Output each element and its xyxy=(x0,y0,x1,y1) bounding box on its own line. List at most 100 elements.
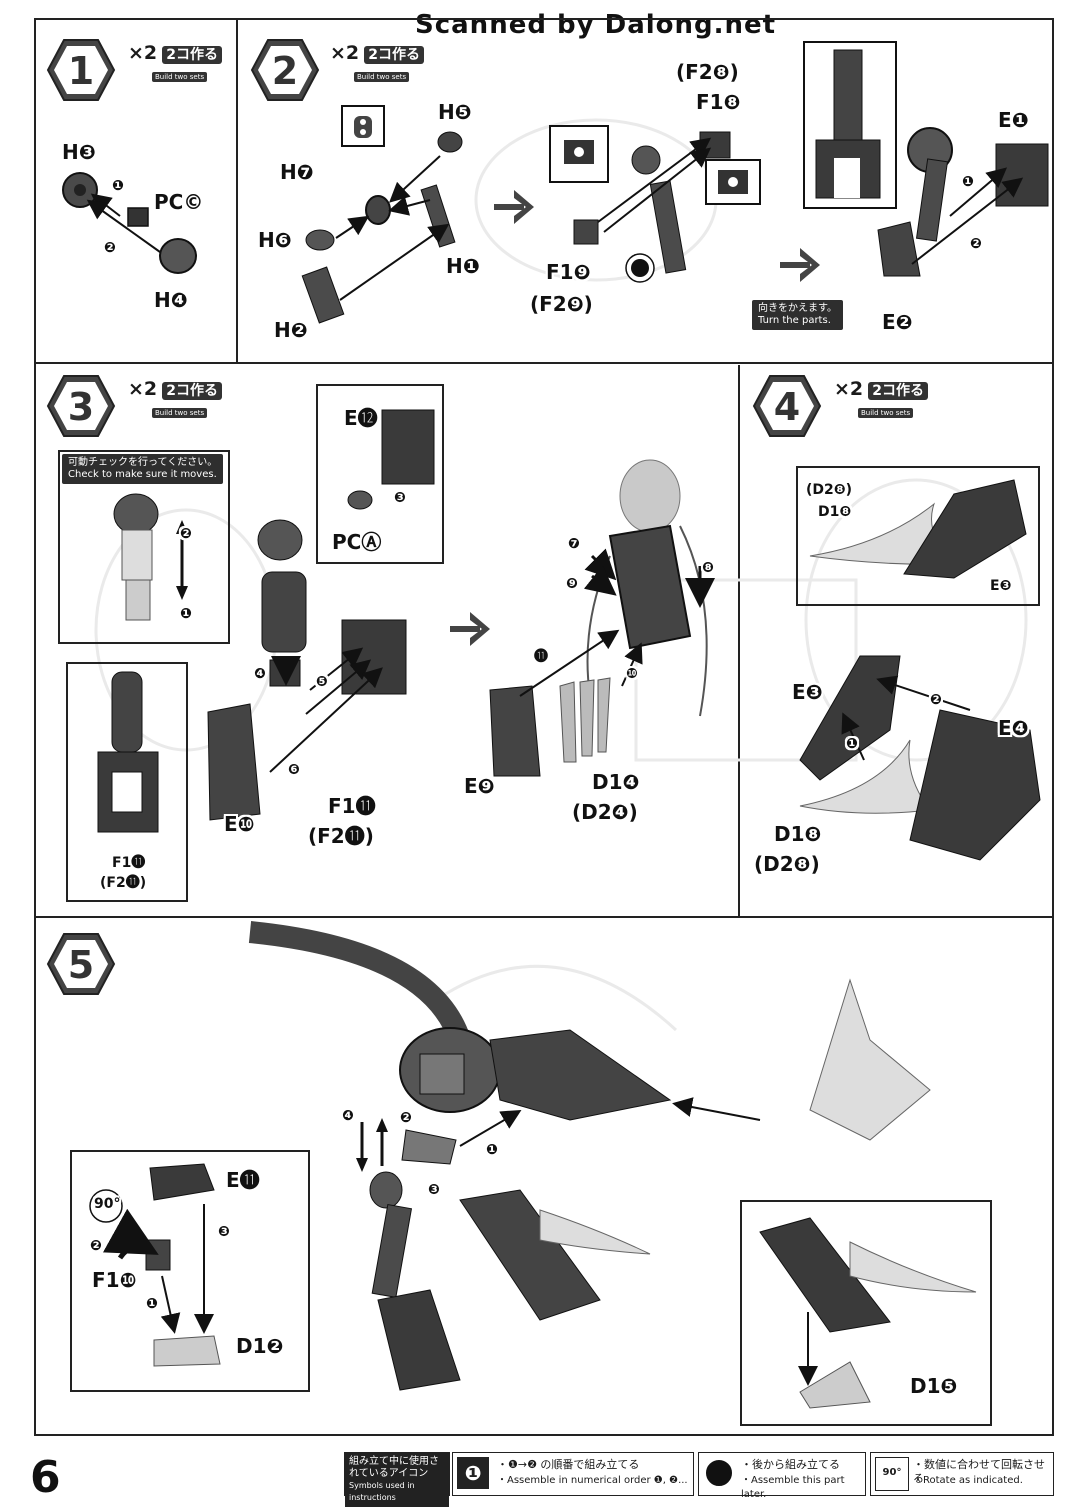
label-e11: E⓫ xyxy=(226,1168,260,1192)
step-4-main-illustration xyxy=(799,655,1041,861)
label-e3-detail: E❸ xyxy=(990,578,1012,594)
label-d28: (D2❽) xyxy=(754,852,820,876)
label-pca: PCⒶ xyxy=(332,530,382,554)
svg-text:1: 1 xyxy=(68,49,94,93)
step-3-main-illustration xyxy=(207,519,407,821)
divider-row1 xyxy=(34,362,1054,364)
step-2-badge: 2 xyxy=(250,39,320,101)
order-marker-s3-5: ❺ xyxy=(316,674,328,690)
check-movement-box xyxy=(58,450,230,644)
label-h6: H❻ xyxy=(258,228,292,252)
step-5-badge: 5 xyxy=(46,933,116,995)
detail-e12-illustration xyxy=(347,409,435,510)
turn-parts-note: 向きをかえます。Turn the parts. xyxy=(752,300,843,330)
label-h5: H❺ xyxy=(438,100,472,124)
label-f2-11-detail: (F2⓫) xyxy=(100,875,147,891)
label-e12: E⓬ xyxy=(344,406,378,430)
svg-text:4: 4 xyxy=(774,385,800,429)
step-1-badge: 1 xyxy=(46,39,116,101)
order-marker-s3-11: ⓫ xyxy=(534,649,548,665)
order-marker-s3-3: ❸ xyxy=(394,490,406,506)
order-marker-s5-2: ❷ xyxy=(400,1110,412,1126)
rotate-90-badge: 90° xyxy=(94,1196,121,1212)
frame-bottom xyxy=(34,1434,1054,1436)
scan-watermark: Scanned by Dalong.net xyxy=(415,10,777,40)
divider-step1 xyxy=(236,18,238,363)
label-d24: (D2❹) xyxy=(572,800,638,824)
frame-left xyxy=(34,18,36,1436)
step-3-hand-illustration xyxy=(489,459,715,777)
label-e10: E❿ xyxy=(224,812,255,836)
order-marker-s2-2: ❷ xyxy=(970,236,982,252)
frame-top xyxy=(34,18,1054,20)
check-movement-illustration xyxy=(113,493,188,621)
assemble-later-icon xyxy=(703,1457,735,1489)
label-f28: (F2❽) xyxy=(676,60,739,84)
order-marker-s3-10: ❿ xyxy=(626,666,638,682)
order-marker-s4-1: ❶ xyxy=(846,736,858,752)
detail-box-d12 xyxy=(70,1150,310,1392)
label-f1-11: F1⓫ xyxy=(328,794,376,818)
order-marker-s5-3: ❸ xyxy=(428,1182,440,1198)
step-4-badge: 4 xyxy=(752,375,822,437)
order-marker-1: ❶ xyxy=(112,178,124,194)
order-marker-s2-1: ❶ xyxy=(962,174,974,190)
label-f1-11-detail: F1⓫ xyxy=(112,855,146,871)
legend-item-order: ❶ ・❶→❷ の順番で組み立てる ・Assemble in numerical … xyxy=(452,1452,694,1496)
order-marker-s5-1: ❶ xyxy=(486,1142,498,1158)
page-number: 6 xyxy=(30,1452,61,1503)
label-h7: H❼ xyxy=(280,160,314,184)
step-3-build-two: ×2 2コ作る Build two sets xyxy=(128,378,222,419)
step-5-leg-illustration xyxy=(369,1171,651,1391)
detail-illustration xyxy=(97,671,159,833)
chevron-arrow-icon xyxy=(780,248,820,282)
label-e9: E❾ xyxy=(464,774,495,798)
divider-step4 xyxy=(738,365,740,917)
order-marker-s3-2: ❷ xyxy=(180,526,192,542)
order-marker-s3-9: ❾ xyxy=(566,576,578,592)
rotate-icon: 90° xyxy=(875,1457,909,1491)
detail-box-d15 xyxy=(740,1200,992,1426)
order-marker-d12-2: ❷ xyxy=(90,1238,102,1254)
detail-box-f1-11 xyxy=(66,662,188,902)
detail-box-e12 xyxy=(316,384,444,564)
label-f19: F1❾ xyxy=(546,260,591,284)
detail-box-d18 xyxy=(796,466,1040,606)
step-2b-illustration xyxy=(549,125,761,283)
detail-d12-illustration xyxy=(89,1163,221,1367)
label-d28-detail: (D2❽) xyxy=(806,482,853,498)
label-e2: E❷ xyxy=(882,310,913,334)
label-d12: D1❷ xyxy=(236,1334,284,1358)
legend-item-rotate: 90° ・数値に合わせて回転させる ・Rotate as indicated. xyxy=(870,1452,1054,1496)
detail-d15-illustration xyxy=(759,1217,977,1409)
label-d15: D1❺ xyxy=(910,1374,958,1398)
order-icon: ❶ xyxy=(457,1457,489,1489)
label-f1-10: F1❿ xyxy=(92,1268,137,1292)
step-1-build-two: ×2 2コ作る Build two sets xyxy=(128,42,222,83)
label-d14: D1❹ xyxy=(592,770,640,794)
step-1-illustration xyxy=(62,172,197,274)
label-e4: E❹ xyxy=(998,716,1029,740)
label-h4: H❹ xyxy=(154,288,188,312)
chevron-arrow-icon xyxy=(494,190,534,224)
detail-d18-illustration xyxy=(809,479,1027,579)
step-3-badge: 3 xyxy=(46,375,116,437)
label-f29: (F2❾) xyxy=(530,292,593,316)
svg-text:2: 2 xyxy=(272,49,298,93)
divider-row2 xyxy=(34,916,1054,918)
step-2-build-two: ×2 2コ作る Build two sets xyxy=(330,42,424,83)
order-marker-s3-6: ❻ xyxy=(288,762,300,778)
label-d18: D1❽ xyxy=(774,822,822,846)
label-e3: E❸ xyxy=(792,680,823,704)
svg-text:3: 3 xyxy=(68,385,94,429)
label-pcc: PC© xyxy=(154,190,204,214)
order-marker-s5-4: ❹ xyxy=(342,1108,354,1124)
step-5-main-illustration xyxy=(248,921,931,1147)
label-f18: F1❽ xyxy=(696,90,741,114)
order-marker-d12-1: ❶ xyxy=(146,1296,158,1312)
label-e1: E❶ xyxy=(998,108,1029,132)
order-marker-2: ❷ xyxy=(104,240,116,256)
label-h3: H❸ xyxy=(62,140,96,164)
order-marker-s4-2: ❷ xyxy=(930,692,942,708)
